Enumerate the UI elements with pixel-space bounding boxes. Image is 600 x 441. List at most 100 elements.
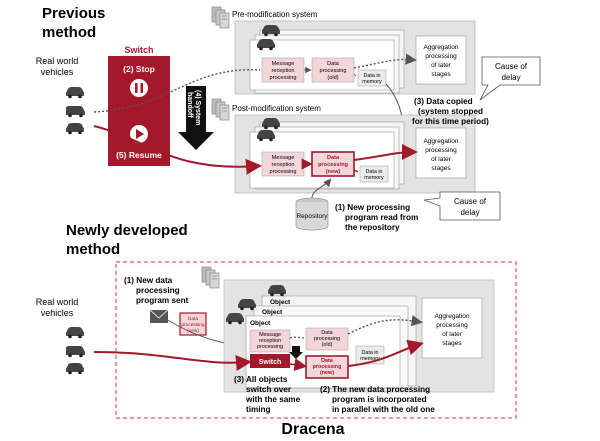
post-dp-new-line2: processing (318, 162, 348, 168)
step3-line2: switch over (246, 385, 292, 394)
pre-message-reception-box (261, 57, 305, 83)
pre-message-line2: reception (271, 68, 294, 74)
copied-note-line2: (system stopped (418, 107, 483, 116)
package-data-processing-new-box (179, 312, 207, 336)
pre-aggregation-line1: Aggregation (423, 44, 458, 51)
handoff-label-line2: handoff (186, 92, 193, 118)
pause-icon-bar (135, 83, 138, 93)
pre-dp-old-line1: Data (327, 61, 340, 67)
newly-aggregation-line3: of later (442, 331, 463, 338)
red-stream-post-input (93, 125, 262, 175)
pre-dp-old-line3: (old) (327, 75, 338, 81)
server-icon (211, 6, 230, 29)
post-data-in-memory-box (359, 165, 389, 183)
pre-flow-arrow (353, 73, 357, 77)
step3-line4: timing (246, 405, 271, 414)
pkg-line3: (new) (187, 328, 199, 334)
red-flow-switch-to-new (289, 358, 308, 371)
pre-mem-line2: memory (362, 79, 382, 85)
car-icon (66, 123, 84, 135)
copied-note-line1: (3) Data copied (414, 97, 473, 106)
newly-aggregation-box (421, 297, 483, 359)
object-label-back: Object (270, 299, 291, 306)
newly-switch-label: Switch (259, 359, 282, 366)
step3-line3: with the same (245, 395, 301, 404)
newly-message-line1: Message (259, 332, 281, 338)
pause-icon-bar (140, 83, 143, 93)
delay-bottom-line1: Cause of (454, 197, 487, 206)
newly-aggregation-line2: processing (436, 322, 468, 329)
server-icon (201, 266, 220, 289)
post-system-title: Post-modification system (232, 104, 321, 113)
newly-dp-new-line1: Data (321, 358, 334, 364)
sent-note-line3: program sent (136, 296, 189, 305)
newly-message-reception-box (249, 329, 291, 353)
car-icon (66, 327, 84, 339)
newly-switch-box (250, 354, 290, 368)
delay-callout-bottom (423, 191, 501, 221)
delay-callout-top (479, 56, 541, 101)
delay-bottom-line2: delay (460, 208, 479, 217)
post-dp-new-line1: Data (327, 155, 340, 161)
red-stream-post-output (353, 144, 418, 161)
newly-dp-new-line2: processing (313, 364, 342, 370)
switch-down-arrow-icon (289, 346, 303, 359)
post-aggregation-line4: stages (431, 165, 451, 172)
dracena-dashed-frame (115, 261, 517, 419)
pre-message-line3: processing (269, 75, 296, 81)
read-note-line1: (1) New processing (335, 203, 410, 212)
dotted-stream-pre-input (93, 69, 261, 113)
newly-heading-line1: Newly developed (66, 222, 188, 239)
delay-top-line1: Cause of (495, 62, 528, 71)
previous-vehicles-label-line2: vehicles (41, 67, 74, 77)
read-note-line3: the repository (345, 223, 400, 232)
dotted-stream-newly-old (289, 336, 305, 339)
delay-top-line2: delay (501, 73, 520, 82)
step3-line1: (3) All objects (234, 375, 288, 384)
red-stream-newly-input (93, 351, 252, 371)
car-icon (66, 363, 84, 375)
post-message-line3: processing (269, 169, 296, 175)
newly-aggregation-line4: stages (442, 340, 462, 347)
step2-line3: in parallel with the old one (332, 405, 435, 414)
switch-panel (108, 56, 170, 166)
previous-vehicles-label-line1: Real world (36, 56, 79, 66)
pre-aggregation-line3: of later (431, 62, 452, 69)
red-stream-newly-output (347, 339, 424, 367)
van-icon (66, 346, 85, 358)
repository-label: Repository (296, 213, 328, 220)
switch-title: Switch (124, 45, 153, 55)
copied-note-line3: for this time period) (412, 117, 489, 126)
post-mem-line2: memory (364, 175, 384, 181)
post-message-line2: reception (271, 162, 294, 168)
pre-aggregation-line2: processing (425, 53, 457, 60)
newly-mem-line1: Data in (361, 350, 378, 356)
object-label-front: Object (250, 320, 271, 327)
newly-aggregation-line1: Aggregation (434, 313, 469, 320)
envelope-icon-flap (149, 309, 169, 319)
pre-aggregation-line4: stages (431, 71, 451, 78)
dotted-stream-pre-output (353, 53, 417, 69)
newly-message-line2: reception (259, 338, 281, 344)
pre-data-in-memory-box (357, 69, 387, 87)
newly-dp-old-line2: processing (314, 336, 340, 342)
car-icon (66, 87, 84, 99)
envelope-icon (150, 310, 168, 323)
pkg-line1: Data (188, 316, 198, 322)
newly-heading-line2: method (66, 241, 120, 258)
step2-line2: program is incorporated (332, 395, 427, 404)
pre-message-line1: Message (272, 61, 295, 67)
post-mem-line1: Data in (365, 169, 382, 175)
pause-icon (130, 79, 148, 97)
post-aggregation-line1: Aggregation (423, 138, 458, 145)
pre-data-processing-old-box (311, 57, 355, 83)
pre-dp-old-line2: processing (319, 68, 346, 74)
handoff-arrow (178, 86, 214, 150)
newly-dp-new-line3: (new) (320, 370, 334, 376)
sent-note-line2: processing (136, 286, 180, 295)
server-icon (211, 98, 230, 121)
read-note-line2: program read from (345, 213, 418, 222)
pre-aggregation-box (415, 35, 467, 85)
previous-heading-line2: method (42, 24, 96, 41)
newly-dp-old-line1: Data (321, 330, 332, 336)
